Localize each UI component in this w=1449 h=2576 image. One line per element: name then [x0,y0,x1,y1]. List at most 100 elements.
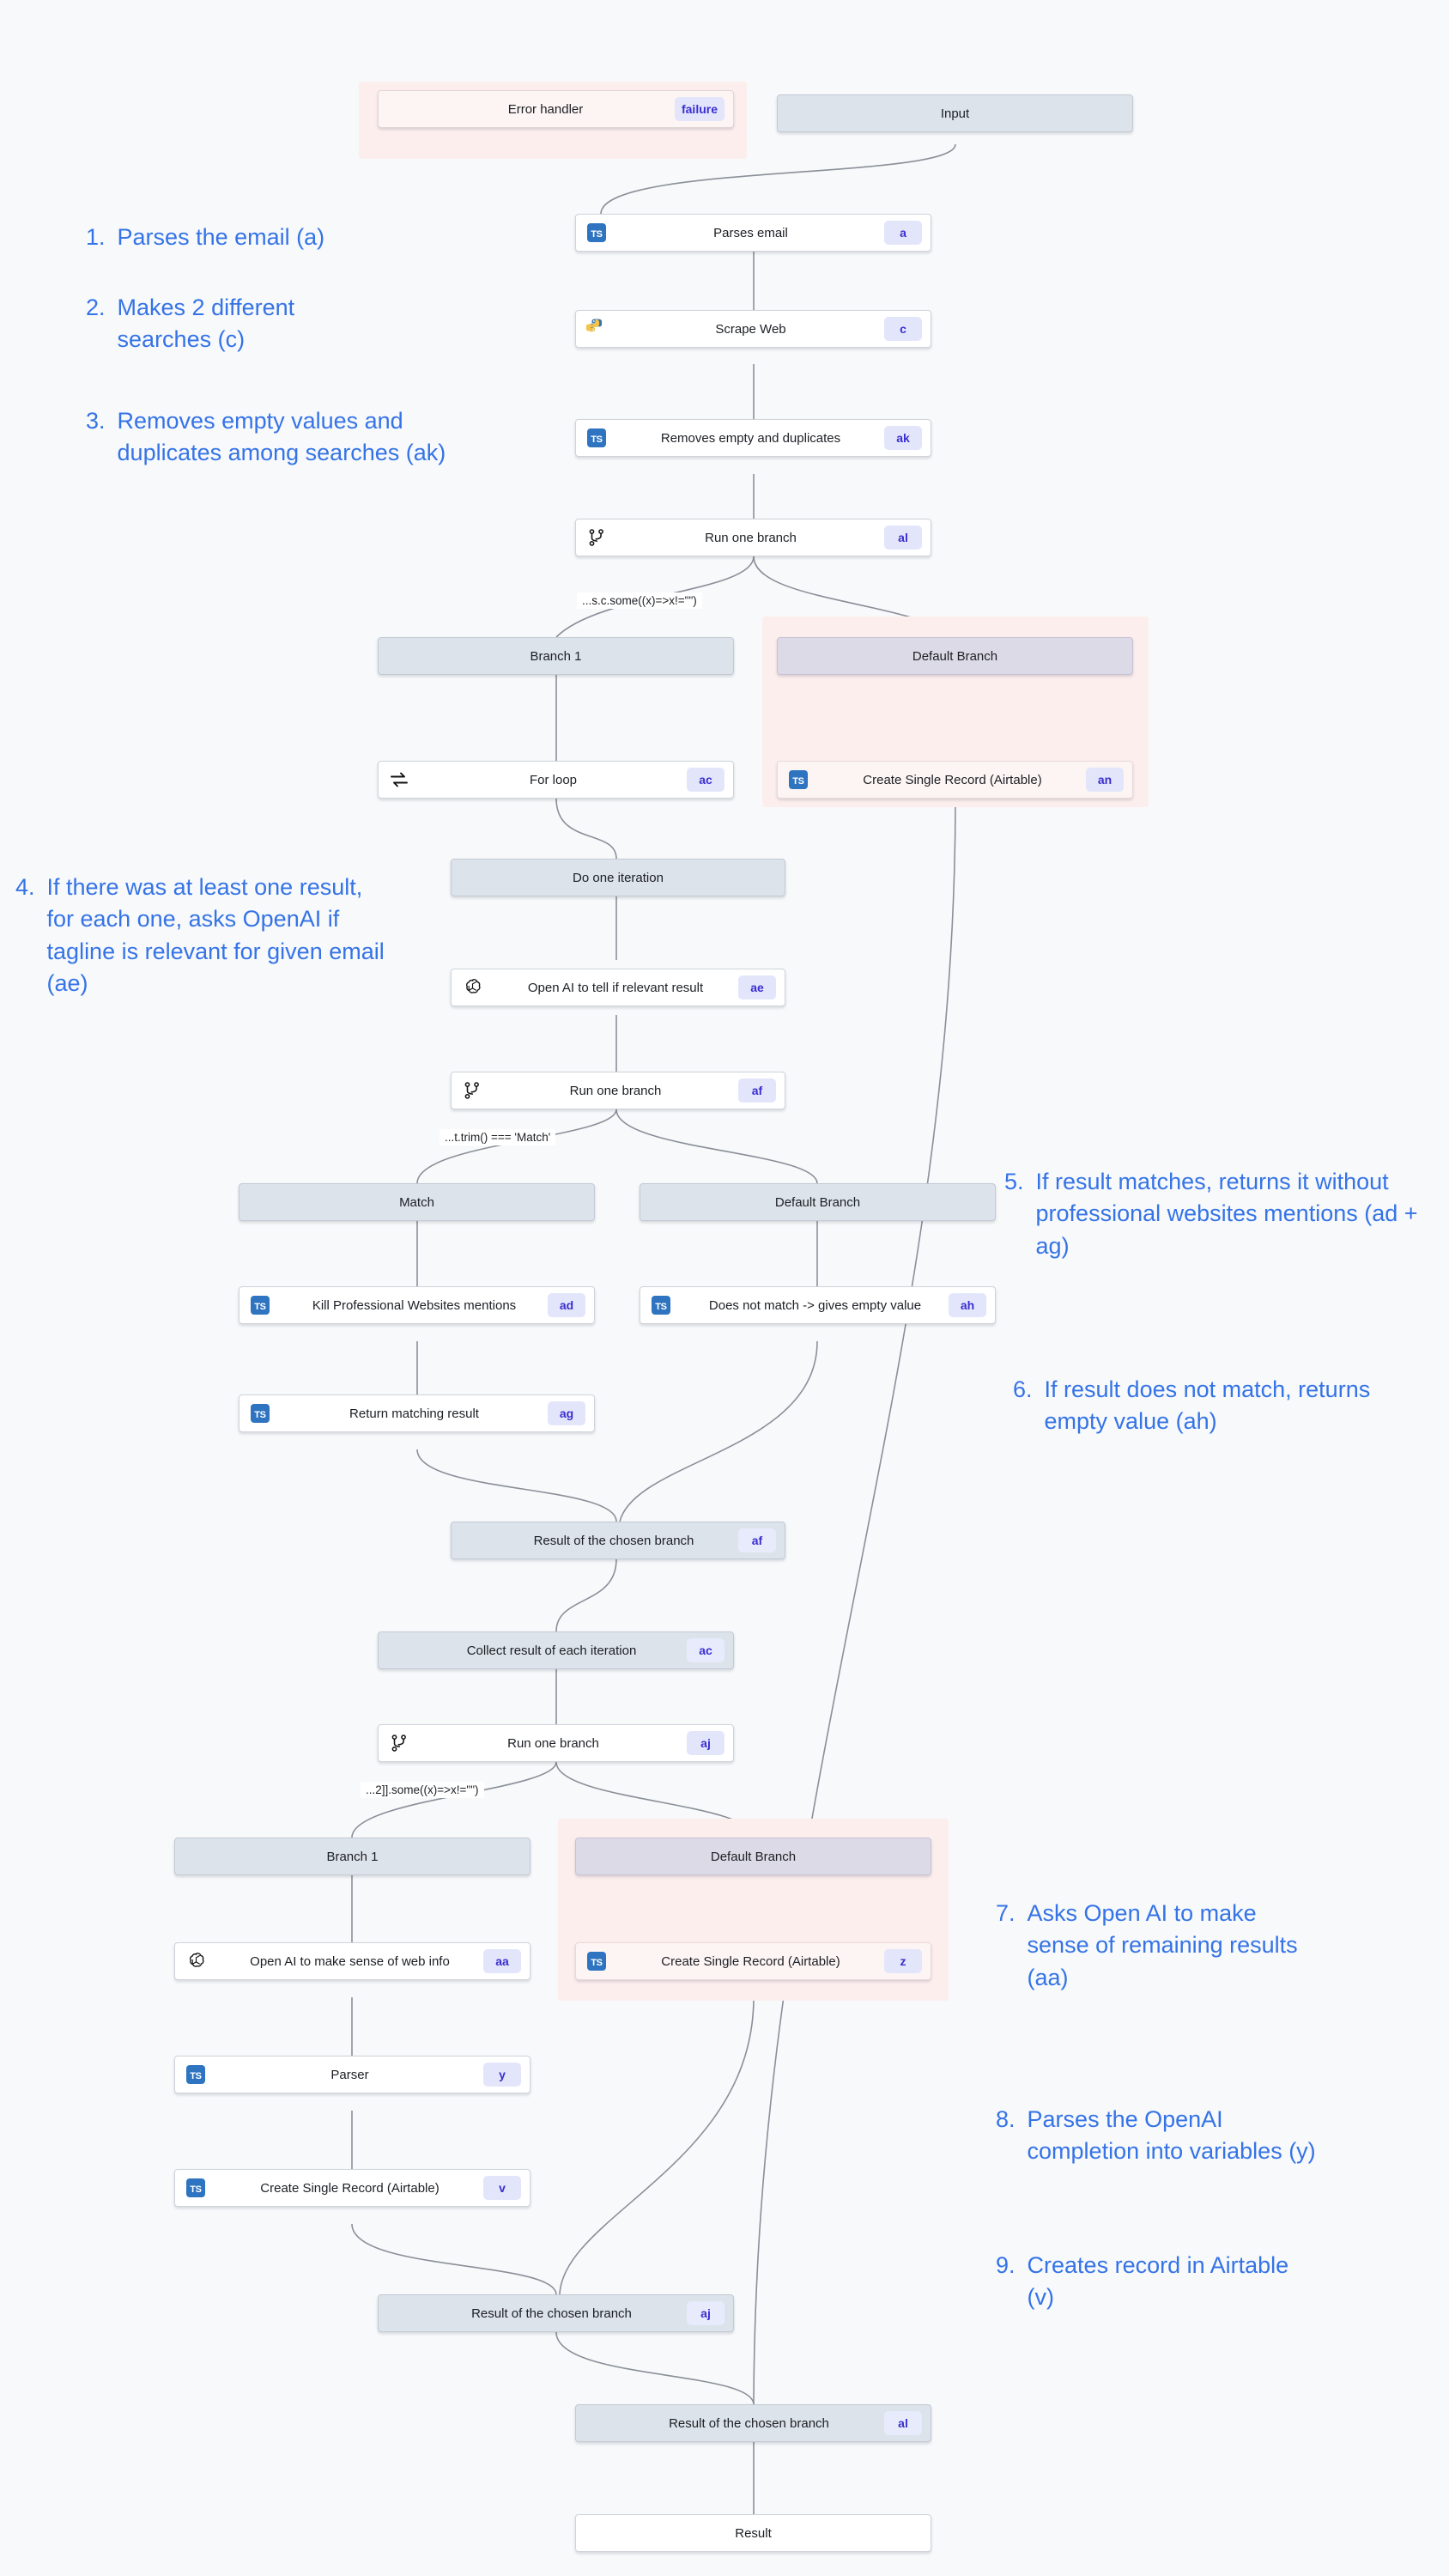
typescript-icon: TS [778,770,819,789]
node-badge: failure [674,97,724,121]
branch-icon [379,1733,420,1753]
annotation-text: Parses the email (a) [117,224,325,250]
node-removes-empty-duplicates[interactable]: TS Removes empty and duplicates ak [575,419,931,457]
annotation-number: 2. [86,295,106,320]
node-default-branch-middle[interactable]: Default Branch [640,1183,996,1221]
typescript-icon: TS [576,1952,617,1971]
node-badge: a [884,221,922,245]
node-label: Result of the chosen branch [669,2415,829,2431]
node-result[interactable]: Result [575,2514,931,2552]
node-badge: af [738,1078,776,1103]
node-default-branch-top[interactable]: Default Branch [777,637,1133,675]
branch-icon [452,1080,493,1101]
edge-aj-to-branch1-bot [351,1761,557,1838]
node-badge: aj [687,2301,724,2325]
node-badge: z [884,1949,922,1973]
edge-condition-top: ...s.c.some((x)=>x!="") [577,592,702,609]
node-label: Collect result of each iteration [466,1643,637,1658]
annotation-9: 9. Creates record in Airtable (v) [996,2250,1305,2314]
annotation-text: If there was at least one result, for ea… [46,874,385,996]
node-badge: al [884,2411,922,2435]
node-label: Input [940,106,970,121]
edge-resultaf-to-collect [555,1558,617,1632]
node-result-chosen-branch-al[interactable]: Result of the chosen branch al [575,2404,931,2442]
node-parser[interactable]: TS Parser y [174,2056,530,2093]
annotation-3: 3. Removes empty values and duplicates a… [86,405,489,470]
node-label: Match [399,1194,434,1210]
annotation-text: If result does not match, returns empty … [1044,1376,1371,1435]
annotation-1: 1. Parses the email (a) [86,222,446,253]
typescript-icon: TS [576,428,617,447]
typescript-icon: TS [175,2065,216,2084]
node-badge: ah [949,1293,986,1317]
node-result-chosen-branch-af[interactable]: Result of the chosen branch af [451,1522,785,1559]
typescript-icon: TS [576,223,617,242]
node-badge: aj [687,1731,724,1755]
openai-icon [452,977,493,999]
annotation-6: 6. If result does not match, returns emp… [1013,1374,1425,1438]
typescript-icon: TS [175,2178,216,2197]
node-label: Parses email [713,225,788,240]
edge-af-to-match [416,1109,617,1184]
node-openai-make-sense-web-info[interactable]: Open AI to make sense of web info aa [174,1942,530,1980]
node-label: For loop [529,772,578,787]
node-label: Result [735,2525,772,2541]
node-do-one-iteration[interactable]: Do one iteration [451,859,785,896]
node-kill-professional-mentions[interactable]: TS Kill Professional Websites mentions a… [239,1286,595,1324]
node-label: Run one branch [507,1735,599,1751]
edge-condition-middle: ...t.trim() === 'Match' [440,1129,556,1145]
annotation-7: 7. Asks Open AI to make sense of remaini… [996,1898,1322,1994]
annotation-8: 8. Parses the OpenAI completion into var… [996,2104,1339,2168]
node-branch-1-bottom[interactable]: Branch 1 [174,1838,530,1875]
node-badge: ad [548,1293,585,1317]
node-create-single-record-v[interactable]: TS Create Single Record (Airtable) v [174,2169,530,2207]
edge-createv-to-resultaj [351,2223,557,2295]
node-match-branch[interactable]: Match [239,1183,595,1221]
node-default-branch-bottom[interactable]: Default Branch [575,1838,931,1875]
annotation-text: Parses the OpenAI completion into variab… [1027,2106,1316,2165]
edge-return-to-resultaf [416,1449,617,1522]
node-badge: ag [548,1401,585,1425]
node-label: Branch 1 [326,1849,379,1864]
node-badge: ac [687,768,724,792]
node-label: Return matching result [349,1406,479,1421]
annotation-5: 5. If result matches, returns it without… [1004,1166,1434,1262]
node-badge: ae [738,975,776,999]
node-run-one-branch-af[interactable]: Run one branch af [451,1072,785,1109]
node-run-one-branch-al[interactable]: Run one branch al [575,519,931,556]
node-does-not-match-empty[interactable]: TS Does not match -> gives empty value a… [640,1286,996,1324]
annotation-number: 1. [86,224,106,250]
typescript-icon: TS [239,1296,281,1315]
node-run-one-branch-aj[interactable]: Run one branch aj [378,1724,734,1762]
node-error-handler[interactable]: Error handler failure [378,90,734,128]
node-parses-email[interactable]: TS Parses email a [575,214,931,252]
node-label: Run one branch [705,530,797,545]
annotation-text: Asks Open AI to make sense of remaining … [1027,1900,1298,1990]
annotation-text: If result matches, returns it without pr… [1035,1169,1418,1259]
node-branch-1-top[interactable]: Branch 1 [378,637,734,675]
node-return-matching-result[interactable]: TS Return matching result ag [239,1394,595,1432]
node-for-loop[interactable]: For loop ac [378,761,734,799]
typescript-icon: TS [640,1296,682,1315]
node-badge: an [1086,768,1124,792]
annotation-text: Makes 2 different searches (c) [117,295,295,353]
annotation-number: 8. [996,2106,1016,2132]
edge-createz-to-resultaj [559,1996,755,2295]
annotation-4: 4. If there was at least one result, for… [15,872,393,999]
node-label: Open AI to tell if relevant result [527,980,704,995]
node-label: Open AI to make sense of web info [250,1953,450,1969]
node-label: Create Single Record (Airtable) [863,772,1042,787]
node-collect-result-each-iteration[interactable]: Collect result of each iteration ac [378,1631,734,1669]
node-label: Create Single Record (Airtable) [260,2180,440,2196]
node-create-single-record-an[interactable]: TS Create Single Record (Airtable) an [777,761,1133,799]
node-badge: y [483,2063,521,2087]
node-create-single-record-z[interactable]: TS Create Single Record (Airtable) z [575,1942,931,1980]
node-label: Do one iteration [573,870,664,885]
node-scrape-web[interactable]: Scrape Web c [575,310,931,348]
node-label: Run one branch [569,1083,662,1098]
node-result-chosen-branch-aj[interactable]: Result of the chosen branch aj [378,2294,734,2332]
node-openai-relevant-result[interactable]: Open AI to tell if relevant result ae [451,969,785,1006]
edge-af-to-default-mid [615,1109,818,1184]
annotation-number: 6. [1013,1376,1033,1402]
node-input[interactable]: Input [777,94,1133,132]
